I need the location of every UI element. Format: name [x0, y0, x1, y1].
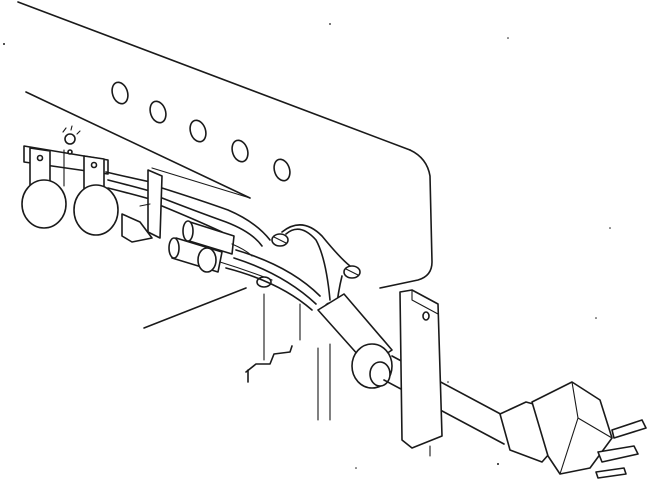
rail-hole: [231, 139, 249, 163]
rail-hole: [189, 119, 207, 143]
bulb-left: [21, 179, 67, 229]
lamp-bracket: [21, 125, 119, 236]
clamp-wires: [161, 187, 271, 247]
rail-holes: [111, 81, 291, 182]
wire-clamp: [121, 169, 163, 243]
power-plug: [499, 381, 647, 479]
rail-hole: [111, 81, 129, 105]
cabinet-frame: [143, 287, 331, 421]
rail-hole: [273, 158, 291, 182]
capacitors: [168, 220, 273, 281]
cabinet-rail: [17, 1, 433, 289]
scan-specks: [3, 23, 611, 469]
rail-hole: [149, 100, 167, 124]
mounting-bracket: [399, 289, 443, 457]
bulb-right: [73, 184, 119, 236]
